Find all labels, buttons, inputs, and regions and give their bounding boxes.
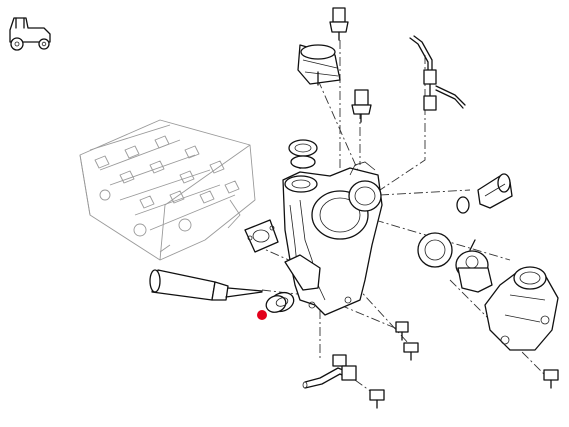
bolt-2 [403, 342, 419, 361]
thermostat-gasket [417, 232, 453, 268]
tractor-icon [9, 17, 51, 51]
thermostat-housing [282, 161, 383, 316]
housing-gasket [244, 219, 279, 253]
bottom-pipe [302, 365, 357, 389]
cylinder-head [79, 119, 256, 261]
o-ring-right [456, 196, 470, 214]
temperature-sender [329, 7, 349, 41]
o-ring-top [288, 139, 318, 169]
bolt-1 [395, 321, 409, 341]
connector-part [297, 44, 341, 86]
hose-seal [265, 291, 295, 313]
bolt-3 [369, 389, 385, 409]
drain-fitting [332, 354, 347, 367]
pipe-fitting [409, 35, 466, 111]
sealant-tube [149, 269, 263, 301]
outlet-elbow [484, 266, 559, 351]
thermostat [455, 239, 493, 293]
hose-fitting [477, 173, 513, 209]
small-sensor [351, 89, 372, 123]
bolt-4 [543, 369, 559, 389]
red-marker-dot [257, 310, 267, 320]
